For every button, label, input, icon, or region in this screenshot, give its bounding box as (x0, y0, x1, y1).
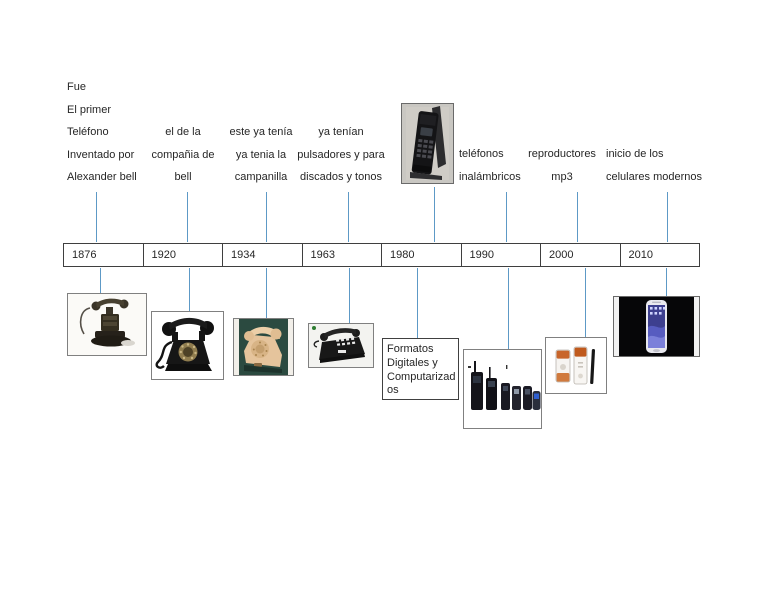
intro-line: inicio de los (606, 148, 664, 160)
callout-line: Formatos (387, 343, 434, 355)
intro-column-4: ya tenían pulsadores y para discados y t… (296, 121, 386, 189)
connector-line (506, 192, 507, 242)
mp3-player-2000-image (545, 337, 607, 394)
rotary-phone-1934-image (233, 318, 294, 376)
timeline-year-1920: 1920 (142, 244, 223, 266)
timeline-year-1876: 1876 (72, 249, 97, 261)
connector-line (508, 268, 509, 349)
intro-column-6: reproductores mp3 (527, 143, 597, 188)
timeline-year-2000: 2000 (540, 244, 620, 266)
mp3-player-illustration (546, 338, 606, 393)
pushbutton-phone-illustration (309, 324, 373, 367)
intro-line: campanilla (234, 171, 288, 183)
cream-phone-illustration (234, 319, 293, 375)
intro-line: mp3 (551, 170, 573, 183)
timeline-year-1963: 1963 (301, 244, 382, 266)
connector-line (666, 268, 667, 296)
intro-column-7: inicio de los celulares modernos (606, 143, 702, 188)
intro-line: inalámbricos (459, 170, 521, 183)
cellphone-lineup-1990-image (463, 349, 542, 429)
antique-phone-illustration (68, 294, 146, 355)
intro-column-2: el de la compañia de bell (143, 121, 223, 189)
timeline-year-1934: 1934 (222, 244, 302, 266)
intro-line: bell (174, 171, 192, 183)
smartphone-illustration (614, 297, 699, 356)
intro-column-3: este ya tenía ya tenia la campanilla (221, 121, 301, 189)
connector-line (189, 268, 190, 311)
intro-column-1: Fue El primer Teléfono Inventado por Ale… (67, 76, 137, 189)
intro-line: el de la (165, 126, 201, 138)
connector-line (577, 192, 578, 242)
intro-line: Fue (67, 81, 86, 93)
timeline-bar: 1876 1920 1934 1963 1980 1990 2000 2010 (63, 243, 700, 267)
intro-line: ya tenia la (235, 148, 287, 161)
connector-line (349, 268, 350, 323)
brick-cellphone-illustration (406, 106, 449, 180)
pushbutton-phone-1963-image (308, 323, 374, 368)
connector-line (348, 192, 349, 242)
callout-line: os (387, 384, 399, 397)
antique-phone-1876-image (67, 293, 147, 356)
intro-line: pulsadores y para (297, 148, 385, 161)
intro-line: El primer (67, 103, 112, 116)
intro-line: discados y tonos (300, 171, 382, 183)
connector-line (100, 268, 101, 293)
connector-line (417, 268, 418, 338)
connector-line (434, 187, 435, 242)
rotary-phone-illustration (152, 312, 223, 379)
timeline-year-1990: 1990 (460, 244, 541, 266)
intro-line: Inventado por (67, 148, 135, 161)
intro-line: ya tenían (318, 126, 364, 138)
intro-line: Alexander bell (67, 171, 137, 183)
smartphone-2010-image (613, 296, 700, 357)
timeline-year-1980: 1980 (381, 244, 461, 266)
connector-line (187, 192, 188, 242)
connector-line (266, 192, 267, 242)
connector-line (96, 192, 97, 242)
callout-line: Computarizad (387, 370, 456, 383)
connector-line (667, 192, 668, 242)
intro-column-5: teléfonos inalámbricos (459, 143, 521, 188)
rotary-phone-1920-image (151, 311, 224, 380)
callout-line: Digitales y (387, 356, 438, 369)
timeline-year-2010: 2010 (619, 244, 700, 266)
intro-line: teléfonos (459, 148, 504, 160)
intro-line: este ya tenía (229, 126, 293, 138)
intro-line: Teléfono (67, 126, 109, 138)
cellphone-lineup-illustration (464, 350, 541, 428)
digital-formats-callout: Formatos Digitales y Computarizad os (382, 338, 459, 400)
intro-line: compañia de (151, 148, 215, 161)
connector-line (585, 268, 586, 337)
intro-line: reproductores (528, 148, 596, 160)
connector-line (266, 268, 267, 318)
brick-cellphone-image (401, 103, 454, 184)
intro-line: celulares modernos (606, 170, 702, 183)
